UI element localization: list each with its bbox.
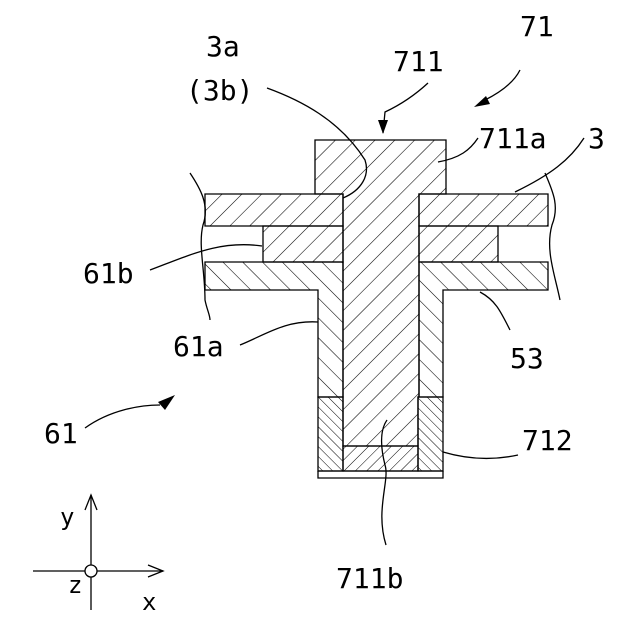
- label-53: 53: [510, 342, 544, 375]
- label-61: 61: [44, 417, 78, 450]
- axis-label-x: x: [142, 588, 156, 616]
- coordinate-axes: y z x: [33, 495, 163, 616]
- label-712: 712: [522, 424, 573, 457]
- label-61b: 61b: [83, 257, 134, 290]
- label-3: 3: [588, 122, 605, 155]
- label-71: 71: [520, 10, 554, 43]
- label-3b: (3b): [186, 74, 253, 107]
- axis-label-z: z: [68, 571, 82, 599]
- label-711b: 711b: [336, 562, 403, 595]
- z-axis-icon: [85, 565, 97, 577]
- label-61a: 61a: [173, 330, 224, 363]
- label-711a: 711a: [479, 122, 546, 155]
- label-3a: 3a: [206, 30, 240, 63]
- axis-label-y: y: [60, 503, 74, 531]
- label-711: 711: [393, 45, 444, 78]
